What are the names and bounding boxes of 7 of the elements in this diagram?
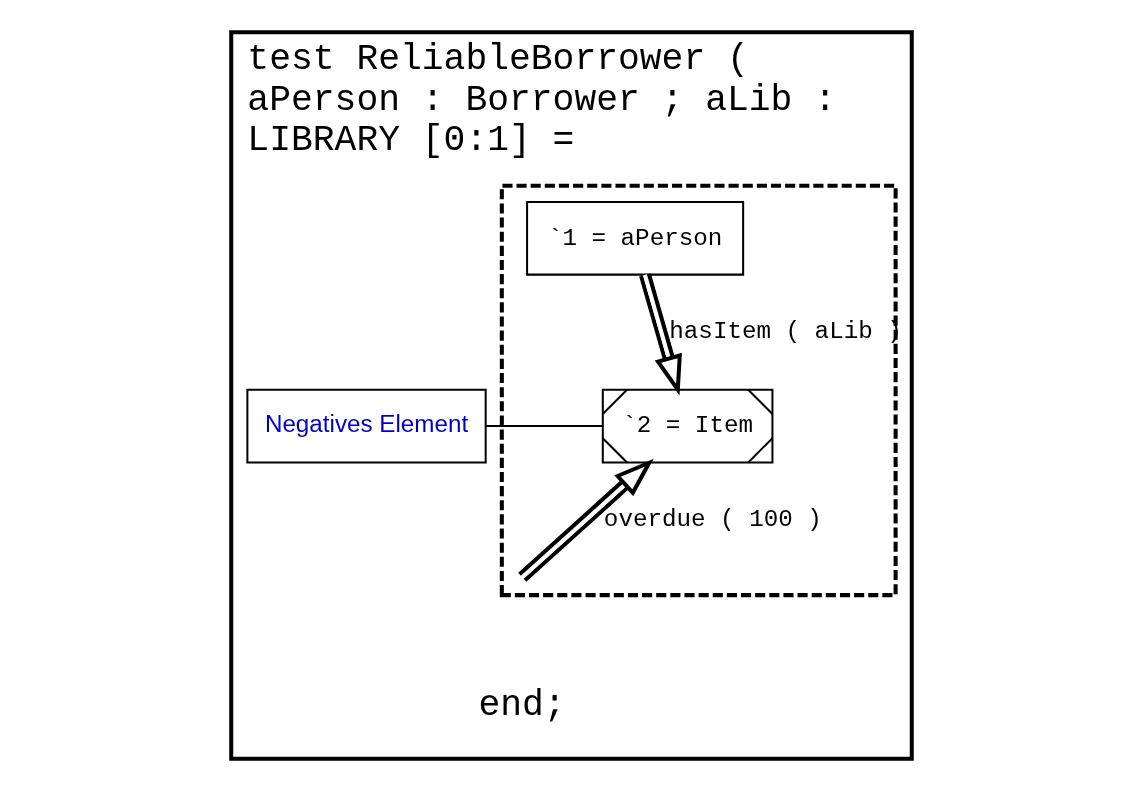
node-box: `1 = aPerson (525, 200, 744, 276)
connector (485, 425, 602, 428)
node-box: Negatives Element (245, 388, 487, 464)
edge-label: overdue ( 100 ) (603, 506, 822, 534)
arrow (517, 458, 654, 576)
cluster (499, 183, 898, 598)
arrow (638, 273, 682, 396)
